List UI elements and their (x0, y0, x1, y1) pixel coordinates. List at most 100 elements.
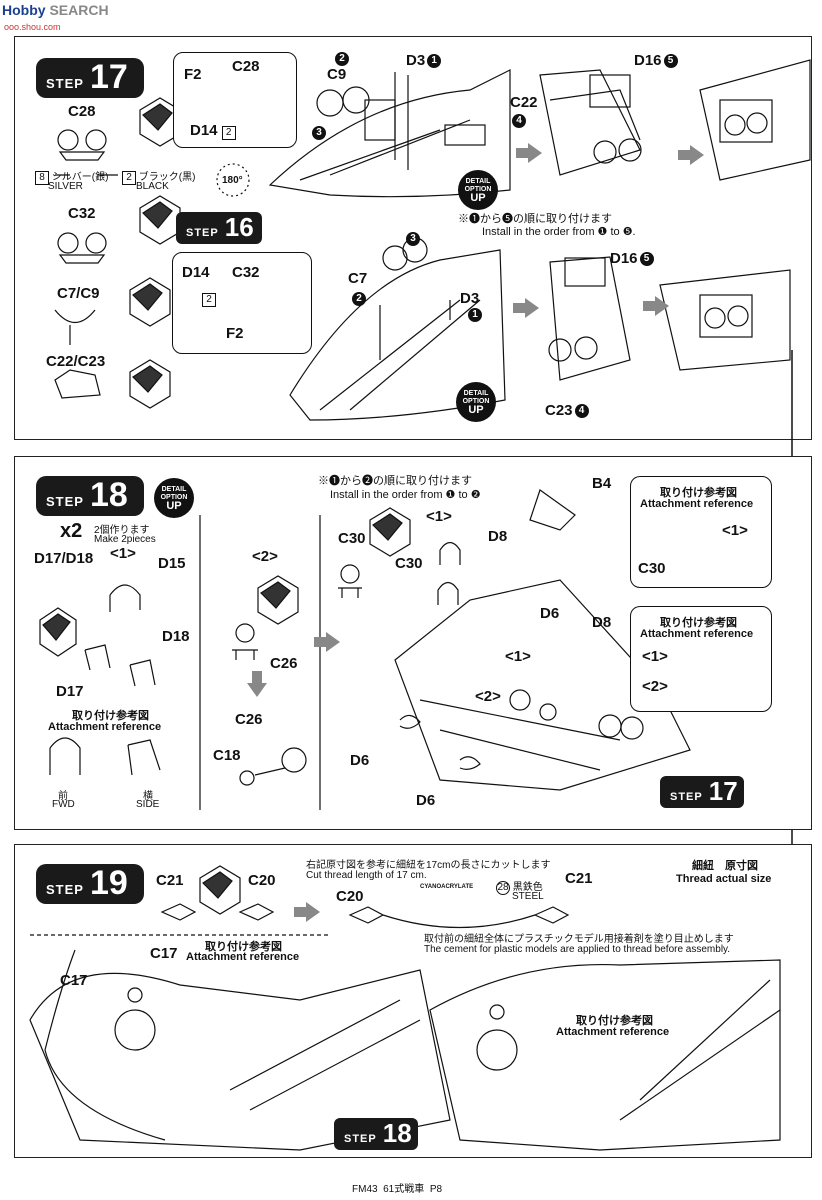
part-d3-16: D3 (460, 290, 480, 307)
install-order-jp-18: ※❶から❷の順に取り付けます (318, 475, 472, 487)
hex-palette-3 (129, 277, 171, 327)
thread-en: Thread actual size (676, 873, 772, 885)
part-f2: F2 (184, 66, 202, 83)
part-c32: C32 (68, 205, 96, 222)
c22-part-drawing (54, 369, 101, 399)
part-c21: C21 (156, 872, 184, 889)
marker-2: <2> (252, 548, 278, 565)
cut-en: Cut thread length of 17 cm. (306, 870, 427, 881)
color-black-en: BLACK (136, 181, 169, 192)
step-label: STEP (344, 1133, 377, 1145)
part-f2-16: F2 (226, 325, 244, 342)
arrow-right (516, 143, 542, 163)
panel-step-19 (14, 844, 812, 1158)
step-label: STEP (46, 76, 84, 91)
part-c26: C26 (270, 655, 298, 672)
ref-jp-19: 取り付け参考図 (205, 941, 282, 953)
part-d14-16: D14 (182, 264, 210, 281)
arrow-right (513, 298, 539, 318)
watermark-search: SEARCH (49, 2, 109, 18)
part-c17-b: C17 (60, 972, 88, 989)
step-number: 16 (224, 212, 254, 242)
part-c22: C22 (510, 94, 538, 111)
part-c18: C18 (213, 747, 241, 764)
color-silver: 8 シルバー(銀) (35, 168, 108, 185)
rotation-circle (216, 163, 250, 197)
step-18-badge: STEP 18 (36, 476, 144, 516)
part-c30-b: C30 (395, 555, 423, 572)
arrow-right (643, 296, 669, 316)
part-c7: C7 (348, 270, 368, 287)
part-c26-b: C26 (235, 711, 263, 728)
part-b4: B4 (592, 475, 612, 492)
part-c9: C9 (327, 66, 347, 83)
part-c20-b: C20 (336, 888, 364, 905)
part-c28: C28 (68, 103, 96, 120)
ref-en: Attachment reference (48, 721, 162, 733)
ref2-en-19: Attachment reference (556, 1026, 670, 1038)
watermark-logo: Hobby SEARCH (2, 2, 109, 18)
step-16-badge: STEP 16 (176, 212, 262, 244)
make-2-en: Make 2pieces (94, 534, 156, 545)
part-c22-c23: C22/C23 (46, 353, 106, 370)
cement-en: The cement for plastic models are applie… (424, 944, 731, 955)
make-2-jp: 2個作ります (94, 525, 150, 536)
install-order-en: Install in the order from ❶ to ❺. (482, 226, 636, 238)
ref1-marker: <1> (722, 522, 748, 539)
step-number: 17 (89, 58, 128, 96)
page-footer: FM43 61式戦車 P8 (352, 1184, 443, 1195)
callout-d3-16: 1 (466, 306, 482, 323)
c28-part-drawing (57, 129, 107, 161)
side-en: SIDE (136, 799, 160, 810)
part-c30: C30 (338, 530, 366, 547)
part-d17-d18: D17/D18 (34, 550, 94, 567)
part-d8: D8 (488, 528, 508, 545)
fwd-jp: 前 (58, 791, 68, 802)
color-black: 2 ブラック(黒) (122, 168, 195, 185)
step-label: STEP (46, 494, 84, 509)
install-order-jp: ※❶から❺の順に取り付けます (458, 213, 612, 225)
step-number: 18 (382, 1118, 412, 1148)
callout-3: 3 (310, 124, 326, 141)
sq2-16: 2 (202, 293, 216, 307)
ref2-jp: 取り付け参考図 (660, 617, 737, 629)
arrow-right (294, 902, 320, 922)
step-18-ref-badge: STEP 18 (334, 1118, 418, 1150)
ref2-marker-1: <1> (642, 648, 668, 665)
ref1-box (630, 476, 772, 588)
part-d6: D6 (540, 605, 560, 622)
step-17-ref-badge: STEP 17 (660, 776, 744, 808)
step-label: STEP (670, 791, 703, 803)
ref2-box (630, 606, 772, 712)
cement-jp: 取付前の細紐全体にプラスチックモデル用接着剤を塗り目止めします (424, 934, 734, 945)
ref-jp: 取り付け参考図 (72, 710, 149, 722)
ref2-jp-19: 取り付け参考図 (576, 1015, 653, 1027)
cyano-label: CYANOACRYLATE (420, 884, 474, 890)
install-order-en-18: Install in the order from ❶ to ❷ (330, 489, 481, 501)
marker-2-b: <2> (475, 688, 501, 705)
marker-1-b: <1> (426, 508, 452, 525)
multiplier-x2: x2 (60, 520, 83, 542)
step-number: 17 (708, 776, 738, 806)
part-d6-c: D6 (416, 792, 436, 809)
callout-3-16: 3 (404, 230, 420, 247)
part-c21-b: C21 (565, 870, 593, 887)
step-number: 19 (89, 864, 128, 902)
step16-inset-box (172, 252, 312, 354)
marker-1: <1> (110, 545, 136, 562)
part-d8-b: D8 (592, 614, 612, 631)
ref1-c30: C30 (638, 560, 666, 577)
marker-1-c: <1> (505, 648, 531, 665)
rotation-label: 180° (222, 175, 243, 186)
part-d15: D15 (158, 555, 186, 572)
part-c32-16: C32 (232, 264, 260, 281)
part-d6-b: D6 (350, 752, 370, 769)
